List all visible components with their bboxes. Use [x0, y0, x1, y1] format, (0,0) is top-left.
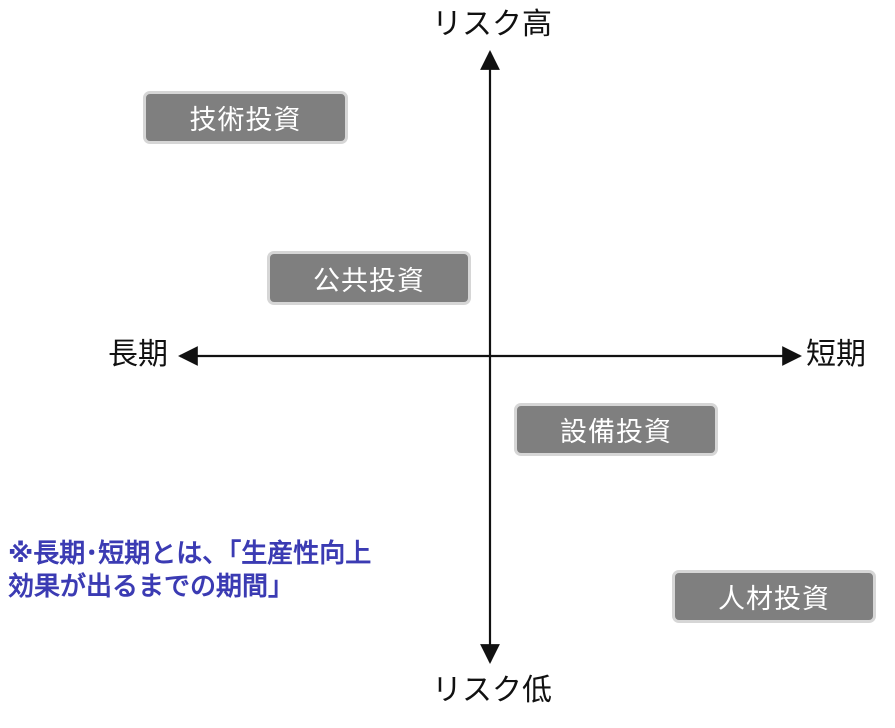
footnote: ※長期･短期とは、｢生産性向上 効果が出るまでの期間｣: [8, 538, 371, 604]
footnote-line-2: 効果が出るまでの期間｣: [8, 572, 282, 602]
axis-label-long-term: 長期: [108, 337, 168, 372]
axis-label-risk-low: リスク低: [432, 673, 552, 708]
box-technology-investment: 技術投資: [143, 91, 348, 144]
box-equipment-investment: 設備投資: [514, 403, 718, 456]
footnote-line-1: ※長期･短期とは、｢生産性向上: [8, 539, 372, 569]
axis-label-risk-high: リスク高: [432, 7, 552, 42]
box-public-investment: 公共投資: [267, 251, 471, 305]
box-human-capital-investment: 人材投資: [672, 570, 876, 623]
axis-label-short-term: 短期: [806, 337, 866, 372]
